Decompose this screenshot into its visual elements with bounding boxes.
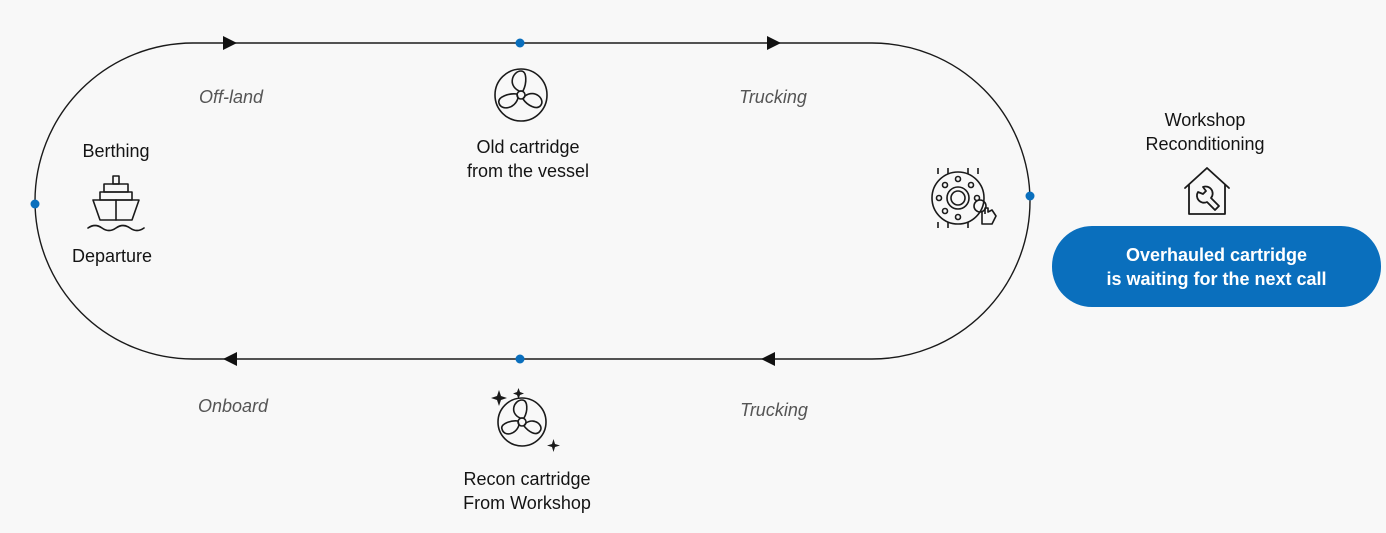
edge-label-off-land: Off-land xyxy=(198,87,264,107)
arrow-bottom-right xyxy=(761,352,775,366)
node-bottom xyxy=(515,354,525,364)
recon-cartridge-line2: From Workshop xyxy=(463,493,591,513)
old-cartridge-line1: Old cartridge xyxy=(476,137,580,157)
status-line1: Overhauled cartridge xyxy=(1125,244,1308,265)
flange-tool-icon xyxy=(931,168,997,228)
overhauled-status-badge: Overhauled cartridge is waiting for the … xyxy=(1052,226,1381,307)
workshop-line1: Workshop xyxy=(1164,110,1246,130)
edge-label-trucking-bottom: Trucking xyxy=(740,400,808,420)
status-line2: is waiting for the next call xyxy=(1106,268,1327,289)
old-cartridge-label: Old cartridge from the vessel xyxy=(467,135,589,183)
port-berthing-label: Berthing xyxy=(82,141,150,161)
old-cartridge-line2: from the vessel xyxy=(466,161,590,181)
cycle-loop-path xyxy=(34,42,1031,360)
workshop-line2: Reconditioning xyxy=(1145,134,1265,154)
arrow-top-left xyxy=(223,36,237,50)
recon-cartridge-label: Recon cartridge From Workshop xyxy=(463,467,591,515)
house-wrench-icon xyxy=(1184,167,1230,215)
port-departure-label: Departure xyxy=(71,246,153,266)
node-left xyxy=(30,199,40,209)
node-right xyxy=(1025,191,1035,201)
arrow-top-right xyxy=(767,36,781,50)
workshop-label: Workshop Reconditioning xyxy=(1145,108,1264,156)
arrow-bottom-left xyxy=(223,352,237,366)
node-top xyxy=(515,38,525,48)
edge-label-trucking-top: Trucking xyxy=(739,87,807,107)
recon-cartridge-line1: Recon cartridge xyxy=(463,469,591,489)
ship-icon xyxy=(87,175,145,232)
edge-label-onboard: Onboard xyxy=(197,396,269,416)
sparkling-propeller-icon xyxy=(491,388,560,452)
propeller-icon xyxy=(494,68,548,122)
